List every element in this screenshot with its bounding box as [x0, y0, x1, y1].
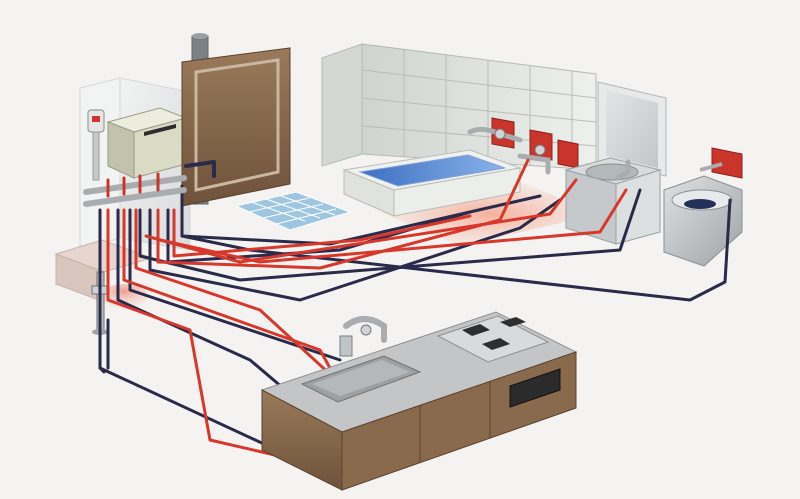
heated-floor-panel — [380, 182, 600, 246]
mirror — [597, 81, 667, 177]
door-panel — [181, 47, 291, 207]
gas-cooktop — [436, 315, 550, 363]
washbasin-vanity — [564, 157, 662, 245]
toilet — [663, 147, 743, 267]
bath-faucets — [467, 117, 579, 175]
bath-tile-wall — [321, 43, 597, 171]
cold-water-pipes — [98, 184, 732, 472]
kitchen-sink-faucet — [339, 316, 387, 357]
bathtub — [342, 149, 522, 217]
pipe-network — [83, 158, 732, 472]
floor-tile-mat — [234, 191, 352, 231]
gas-meter — [87, 109, 105, 181]
hot-water-pipes — [106, 158, 628, 472]
manifold-header — [83, 175, 187, 207]
water-heater-unit — [106, 107, 188, 179]
kitchen-counter — [260, 311, 578, 491]
outdoor-tap — [54, 239, 154, 335]
